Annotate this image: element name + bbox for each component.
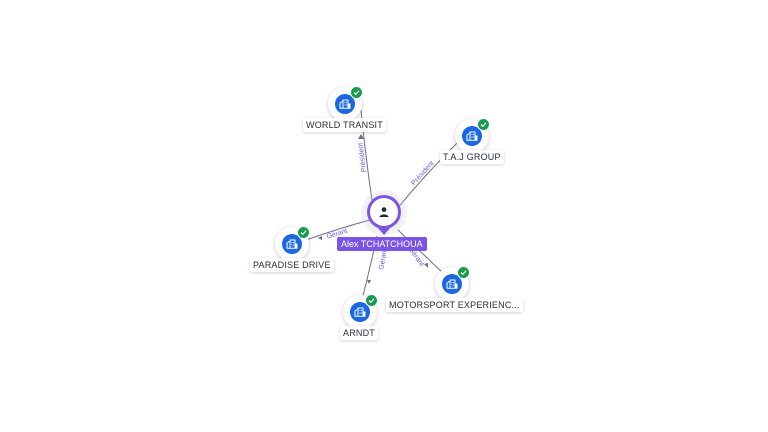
person-name-label[interactable]: Alex TCHATCHOUA: [337, 237, 427, 251]
building-icon: [350, 302, 370, 322]
company-label-paradise-drive[interactable]: PARADISE DRIVE: [250, 258, 334, 272]
edge-world-transit: Président: [357, 109, 373, 201]
edge-label-taj-group: Président: [410, 160, 435, 187]
company-halo: [343, 294, 378, 329]
verified-check-icon: [457, 266, 470, 279]
company-label-motorsport[interactable]: MOTORSPORT EXPERIENC...: [386, 298, 523, 312]
person-icon[interactable]: [370, 198, 398, 226]
company-label-arndt[interactable]: ARNDT: [340, 326, 378, 340]
building-icon: [442, 274, 462, 294]
company-halo: [455, 118, 490, 153]
svg-text:Président: Président: [357, 142, 368, 172]
building-icon: [282, 234, 302, 254]
verified-check-icon: [297, 226, 310, 239]
svg-text:Président: Président: [410, 160, 435, 187]
edge-taj-group: Président: [397, 137, 463, 209]
building-icon: [335, 94, 355, 114]
pin-tail: [378, 228, 390, 235]
verified-check-icon: [477, 118, 490, 131]
edge-label-arndt: Gérant: [378, 248, 389, 270]
verified-check-icon: [365, 294, 378, 307]
verified-check-icon: [350, 86, 363, 99]
building-icon: [462, 126, 482, 146]
company-halo: [275, 226, 310, 261]
company-halo: [328, 86, 363, 121]
edge-arndt: Gérant: [361, 235, 389, 301]
edge-label-world-transit: Président: [357, 142, 368, 172]
company-label-world-transit[interactable]: WORLD TRANSIT: [303, 118, 386, 132]
company-halo: [435, 266, 470, 301]
company-label-taj-group[interactable]: T.A.J GROUP: [440, 150, 504, 164]
